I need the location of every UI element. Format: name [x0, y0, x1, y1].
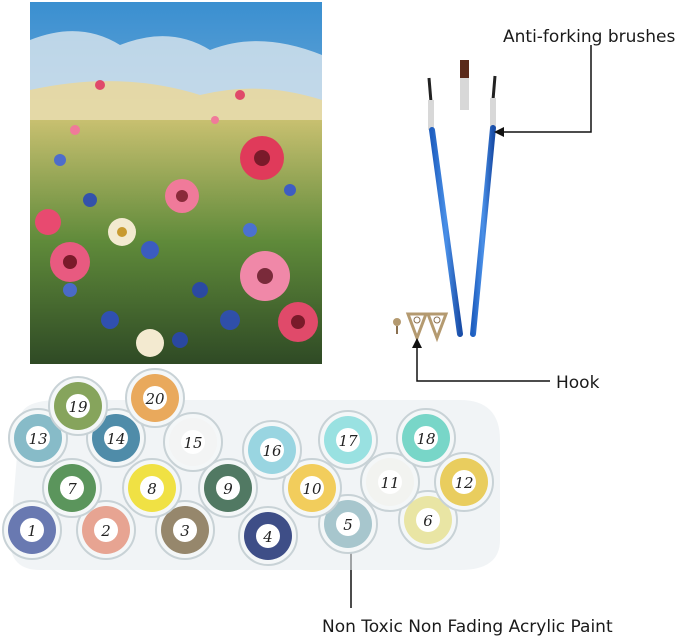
- paint-pot-number: 18: [416, 430, 435, 448]
- paint-pot-number: 20: [144, 390, 165, 408]
- paint-pot-number: 16: [262, 442, 282, 460]
- paint-pot-number: 19: [68, 398, 88, 416]
- paint-pot-number: 6: [423, 512, 433, 530]
- paint-pot-10: 10: [282, 458, 342, 518]
- paint-pot-5: 5: [318, 494, 378, 554]
- paint-pot-number: 13: [28, 430, 47, 448]
- paint-pot-9: 9: [198, 458, 258, 518]
- paint-pot-number: 4: [262, 528, 273, 546]
- brush-right: [470, 75, 497, 337]
- paint-pot-20: 20: [125, 368, 185, 428]
- paint-pot-number: 5: [343, 516, 353, 534]
- paint-pot-number: 17: [338, 432, 358, 450]
- paint-pot-2: 2: [76, 500, 136, 560]
- paint-pot-number: 9: [223, 480, 233, 498]
- paint-pot-13: 13: [8, 408, 68, 468]
- brushes-label: Anti-forking brushes: [503, 27, 676, 47]
- paint-pot-number: 15: [183, 434, 202, 452]
- paint-pot-17: 17: [318, 410, 378, 470]
- paint-pot-number: 3: [180, 522, 190, 540]
- paint-pot-1: 1: [2, 500, 62, 560]
- brush-left: [427, 77, 463, 337]
- paint-pot-11: 11: [360, 452, 420, 512]
- paint-pot-number: 12: [454, 474, 473, 492]
- paint-pot-19: 19: [48, 376, 108, 436]
- paint-pot-3: 3: [155, 500, 215, 560]
- paint-pot-16: 16: [242, 420, 302, 480]
- paint-pot-number: 1: [27, 522, 37, 540]
- flower-painting: [30, 2, 322, 364]
- paint-pot-number: 11: [380, 474, 399, 492]
- brushes: [427, 60, 497, 339]
- paint-pot-8: 8: [122, 458, 182, 518]
- paint-pot-18: 18: [396, 408, 456, 468]
- paint-pot-7: 7: [42, 458, 102, 518]
- paint-pot-4: 4: [238, 506, 298, 566]
- paint-pot-number: 8: [147, 480, 157, 498]
- paint-pot-6: 6: [398, 490, 458, 550]
- paint-label: Non Toxic Non Fading Acrylic Paint: [322, 617, 613, 637]
- brush-middle: [460, 60, 469, 339]
- hooks: [393, 312, 449, 343]
- paint-pot-number: 7: [67, 480, 77, 498]
- paint-pot-12: 12: [434, 452, 494, 512]
- paint-pot-number: 14: [106, 430, 125, 448]
- paint-pot-15: 15: [163, 412, 223, 472]
- paint-pot-number: 10: [302, 480, 322, 498]
- paint-pot-number: 2: [100, 522, 111, 540]
- hook-label: Hook: [556, 373, 600, 393]
